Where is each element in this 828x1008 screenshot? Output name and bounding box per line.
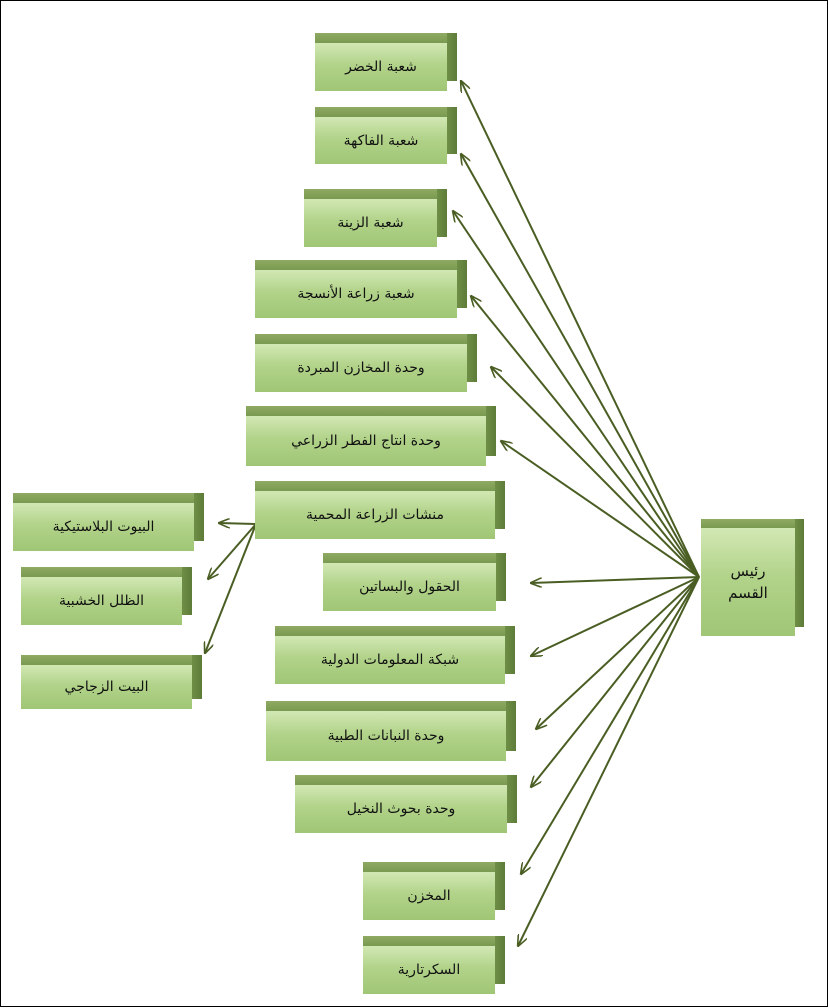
unit-box-store: المخزن <box>363 862 505 920</box>
unit-label-store: المخزن <box>407 888 451 904</box>
subunit-box-wood: الظلل الخشبية <box>21 567 192 625</box>
unit-box-tissue: شعبة زراعة الأنسجة <box>255 260 467 318</box>
unit-label-ornamental: شعبة الزينة <box>337 215 404 231</box>
head-line-1: رئيس <box>730 562 766 580</box>
subunit-label-wood: الظلل الخشبية <box>59 593 144 609</box>
unit-label-coldstore: وحدة المخازن المبردة <box>297 360 425 376</box>
arrow-to-wood <box>208 523 257 579</box>
arrow-to-fields <box>531 576 700 583</box>
arrow-to-tissue <box>471 296 700 578</box>
arrow-to-palm <box>531 576 700 787</box>
subunit-label-plastic: البيوت البلاستيكية <box>52 519 155 535</box>
unit-label-tissue: شعبة زراعة الأنسجة <box>297 286 415 302</box>
unit-box-ornamental: شعبة الزينة <box>304 189 447 247</box>
unit-box-secretary: السكرتارية <box>363 936 505 994</box>
unit-box-medicinal: وحدة النبانات الطبية <box>266 701 516 761</box>
arrow-to-network <box>531 576 700 656</box>
unit-box-coldstore: وحدة المخازن المبردة <box>255 334 477 392</box>
subunit-label-glass: البيت الزجاجي <box>64 679 149 695</box>
unit-label-fruit: شعبة الفاكهة <box>343 132 419 149</box>
unit-box-protected: منشات الزراعة المحمية <box>255 481 505 539</box>
unit-box-fields: الحقول والبساتين <box>323 553 506 611</box>
arrow-to-fruit <box>461 154 700 578</box>
unit-label-palm: وحدة بحوث النخيل <box>346 801 456 817</box>
unit-box-network: شبكة المعلومات الدولية <box>275 626 515 684</box>
unit-label-medicinal: وحدة النبانات الطبية <box>327 728 445 744</box>
head-line-2: القسم <box>728 584 768 602</box>
arrow-to-store <box>521 576 700 874</box>
unit-label-secretary: السكرتارية <box>397 962 461 978</box>
unit-box-mushroom: وحدة انتاج الفطر الزراعي <box>246 406 496 466</box>
arrow-to-plastic <box>219 523 257 524</box>
unit-box-veg: شعبة الخضر <box>315 33 457 91</box>
arrow-to-mushroom <box>501 441 700 578</box>
unit-box-palm: وحدة بحوث النخيل <box>295 775 517 833</box>
arrow-to-secretary <box>518 576 700 946</box>
arrow-to-glass <box>205 523 257 653</box>
unit-label-protected: منشات الزراعة المحمية <box>305 507 445 523</box>
subunit-box-glass: البيت الزجاجي <box>21 655 202 709</box>
unit-label-veg: شعبة الخضر <box>345 59 417 75</box>
arrow-to-ornamental <box>453 211 700 578</box>
unit-label-fields: الحقول والبساتين <box>359 579 460 595</box>
arrow-to-medicinal <box>536 576 700 729</box>
subunit-box-plastic: البيوت البلاستيكية <box>13 493 204 551</box>
unit-label-network: شبكة المعلومات الدولية <box>320 652 460 668</box>
arrow-to-veg <box>461 81 700 578</box>
head-of-department-box: رئيس القسم <box>701 519 804 636</box>
unit-box-fruit: شعبة الفاكهة <box>315 107 457 164</box>
arrow-to-coldstore <box>491 367 700 578</box>
unit-label-mushroom: وحدة انتاج الفطر الزراعي <box>291 433 441 449</box>
